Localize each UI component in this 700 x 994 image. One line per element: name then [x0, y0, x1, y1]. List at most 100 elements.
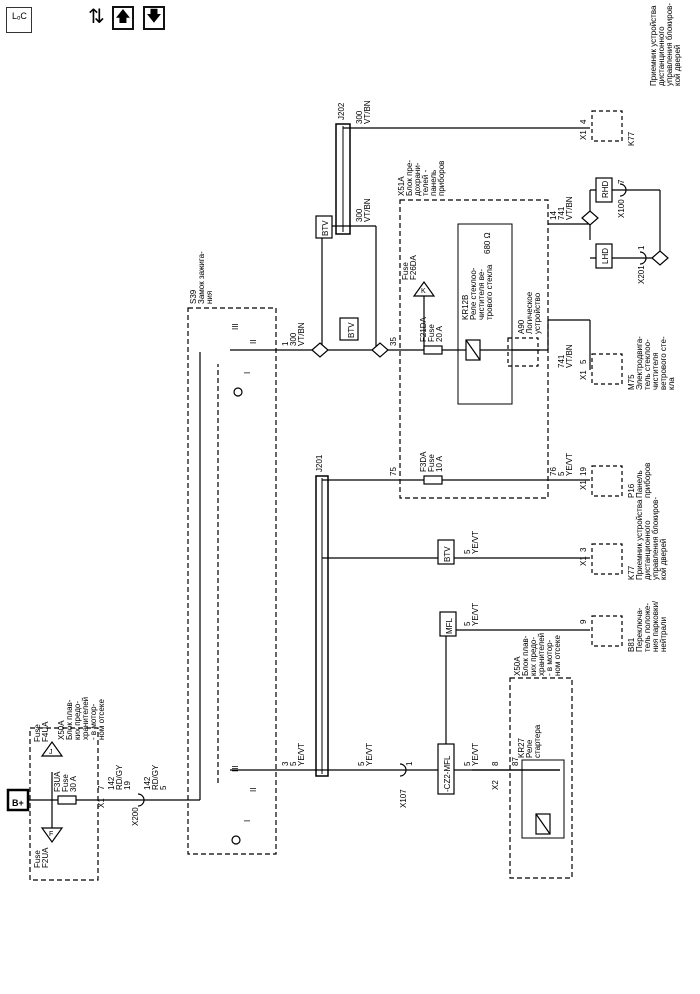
- x50a-bottom-desc: Блок плав-: [521, 635, 530, 676]
- x107-connector: [399, 763, 407, 777]
- wire142-a-label: 142: [107, 776, 116, 790]
- marker-f-label: F: [49, 831, 53, 838]
- x201-label: X201: [637, 265, 646, 284]
- bplus-box: [6, 788, 30, 812]
- f26da-label: Fuse: [401, 262, 410, 280]
- x50a-top-desc: хранителей: [81, 697, 90, 740]
- splice-diamond-4: [651, 250, 669, 266]
- arrow-down-button[interactable]: 🡇: [143, 6, 165, 30]
- b81-desc: тель положе-: [643, 603, 652, 652]
- btv-low-label: BTV: [443, 546, 452, 562]
- pin5-b-label: 5: [159, 785, 168, 790]
- f3da-label: F3DA: [419, 451, 428, 472]
- wire5-kr27-color: YE/VT: [471, 743, 480, 766]
- k77-top-desc: дистанционного: [657, 26, 666, 86]
- a90-desc: Логическое: [525, 291, 534, 334]
- pin14-label: 14: [549, 211, 558, 220]
- legend-button[interactable]: LₒC: [6, 7, 32, 33]
- x100-connector: [619, 183, 627, 197]
- wire5-k77b-color: YE/VT: [471, 531, 480, 554]
- splice-diamond-2: [371, 342, 389, 358]
- k77-top-name: K77: [627, 131, 636, 146]
- p16-box: [591, 465, 623, 497]
- switch-pos-i: I: [243, 372, 252, 374]
- pin35-label: 35: [389, 337, 398, 346]
- m75-name: M75: [627, 374, 636, 390]
- wire300-c-color: VT/BN: [363, 198, 372, 222]
- x50a-bottom-desc: хранителей: [537, 633, 546, 676]
- kr27-desc: стартера: [533, 724, 542, 758]
- a90-desc: устройство: [533, 292, 542, 334]
- wire5-x107-color: YE/VT: [365, 743, 374, 766]
- toolbar: LₒC ⇅ 🡅 🡇: [0, 0, 700, 40]
- s39-contact-top: [233, 387, 243, 397]
- k77-bottom-desc: Приемник устройства: [635, 499, 644, 580]
- k77-bottom-desc: кой дверей: [659, 539, 668, 580]
- fuse-f4ua-label: Fuse: [33, 724, 42, 742]
- f3ua-label: Fuse: [61, 774, 70, 792]
- btv-box-low: [437, 539, 455, 565]
- k77-top-desc: управления блокиров-: [665, 3, 674, 86]
- arrow-up-button[interactable]: 🡅: [112, 6, 134, 30]
- x50a-bottom-desc: ких предо-: [529, 637, 538, 676]
- switch-pos-iii-bottom: III: [231, 765, 240, 772]
- wire300-a-color: VT/BN: [297, 322, 306, 346]
- kr27-desc: Реле: [525, 739, 534, 758]
- wire5-ign-label: 5: [289, 761, 298, 766]
- wire-segment: [457, 223, 513, 405]
- m75-desc: чистителя: [651, 352, 660, 390]
- fuse-f2ua-label: Fuse: [33, 850, 42, 868]
- lhd-label: LHD: [601, 248, 610, 264]
- pin8-label: 8: [491, 761, 500, 766]
- wire-segment: [315, 475, 329, 777]
- wire300-a-label: 300: [289, 332, 298, 346]
- m75-desc: Электродвига-: [635, 336, 644, 390]
- pin76-label: 76: [549, 467, 558, 476]
- mfl-label: MFL: [445, 617, 454, 634]
- cz2-box: [437, 743, 455, 795]
- pin19-label: 19: [123, 781, 132, 790]
- f3ua-label: F3UA: [53, 771, 62, 792]
- m75-desc: ветрового сте-: [659, 336, 668, 390]
- resistor-680-label: 680 Ω: [483, 232, 492, 254]
- wire741-b-color: VT/BN: [565, 344, 574, 368]
- b81-desc: ния парковки/: [651, 600, 660, 652]
- s39-desc: Замок зажига-: [197, 251, 206, 304]
- p16-name: P16: [627, 483, 636, 498]
- f21da-label: F21DA: [419, 316, 428, 342]
- s39-desc: ния: [205, 291, 214, 304]
- pin3-ign-label: 3: [281, 761, 290, 766]
- wire142-b-color: RD/GY: [151, 764, 160, 790]
- f21da-label: Fuse: [427, 324, 436, 342]
- pin7-x100-label: 7: [617, 179, 626, 184]
- k77-top-box: [591, 110, 623, 142]
- x200-label: X200: [131, 807, 140, 826]
- wire-tool-icon[interactable]: ⇅: [88, 6, 105, 28]
- s39-contact-bottom: [231, 835, 241, 845]
- x50a-top-desc: ном отсеке: [97, 699, 106, 740]
- marker-f: [40, 827, 64, 844]
- btv-label: BTV: [347, 322, 356, 338]
- b81-box: [591, 615, 623, 647]
- f21da-label: 20 A: [435, 325, 444, 342]
- x1-m75-label: X1: [579, 370, 588, 380]
- wire5-b81-color: YE/VT: [471, 603, 480, 626]
- f3ua-fuse: [57, 795, 77, 805]
- wire741-b-label: 741: [557, 354, 566, 368]
- x50a-bottom-desc: - в мотор-: [545, 639, 554, 676]
- kr12b-desc: трового стекла: [485, 264, 494, 320]
- rhd-box: [595, 177, 613, 203]
- x50a-top-desc: - в мотор-: [89, 703, 98, 740]
- pin1-x107-label: 1: [405, 761, 414, 766]
- pin4-k77-label: 4: [579, 119, 588, 124]
- rhd-label: RHD: [601, 180, 610, 198]
- x50a-bottom-desc: ном отсеке: [553, 635, 562, 676]
- x107-label: X107: [399, 789, 408, 808]
- kr12b-desc: чистителя ве-: [477, 269, 486, 320]
- kr27-name: KR27: [517, 737, 526, 758]
- j201-label: J201: [315, 454, 324, 472]
- x50a-top-desc: Блок плав-: [65, 699, 74, 740]
- splice-diamond-3: [581, 210, 599, 226]
- pin5-m75-label: 5: [579, 359, 588, 364]
- x51a-name: X51A: [397, 176, 406, 196]
